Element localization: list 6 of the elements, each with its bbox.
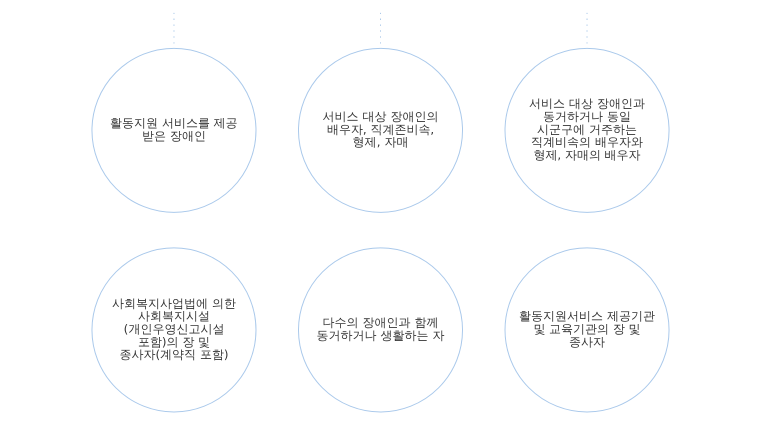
node-circle: 활동지원 서비스를 제공 받은 장애인	[90, 48, 256, 213]
node-circle: 활동지원서비스 제공기관 및 교육기관의 장 및 종사자	[504, 247, 670, 412]
node-circle: 서비스 대상 장애인과 동거하거나 동일 시군구에 거주하는 직계비속의 배우자와 형제, 자매의 배우자	[504, 48, 670, 213]
node-circle: 다수의 장애인과 함께 동거하거나 생활하는 자	[297, 247, 463, 412]
node-circle: 서비스 대상 장애인의 배우자, 직계존비속, 형제, 자매	[297, 48, 463, 213]
node-circle: 사회복지사업법에 의한 사회복지시설 (개인우영신고시설 포함)의 장 및 종사자(계약직 포함)	[90, 247, 256, 412]
